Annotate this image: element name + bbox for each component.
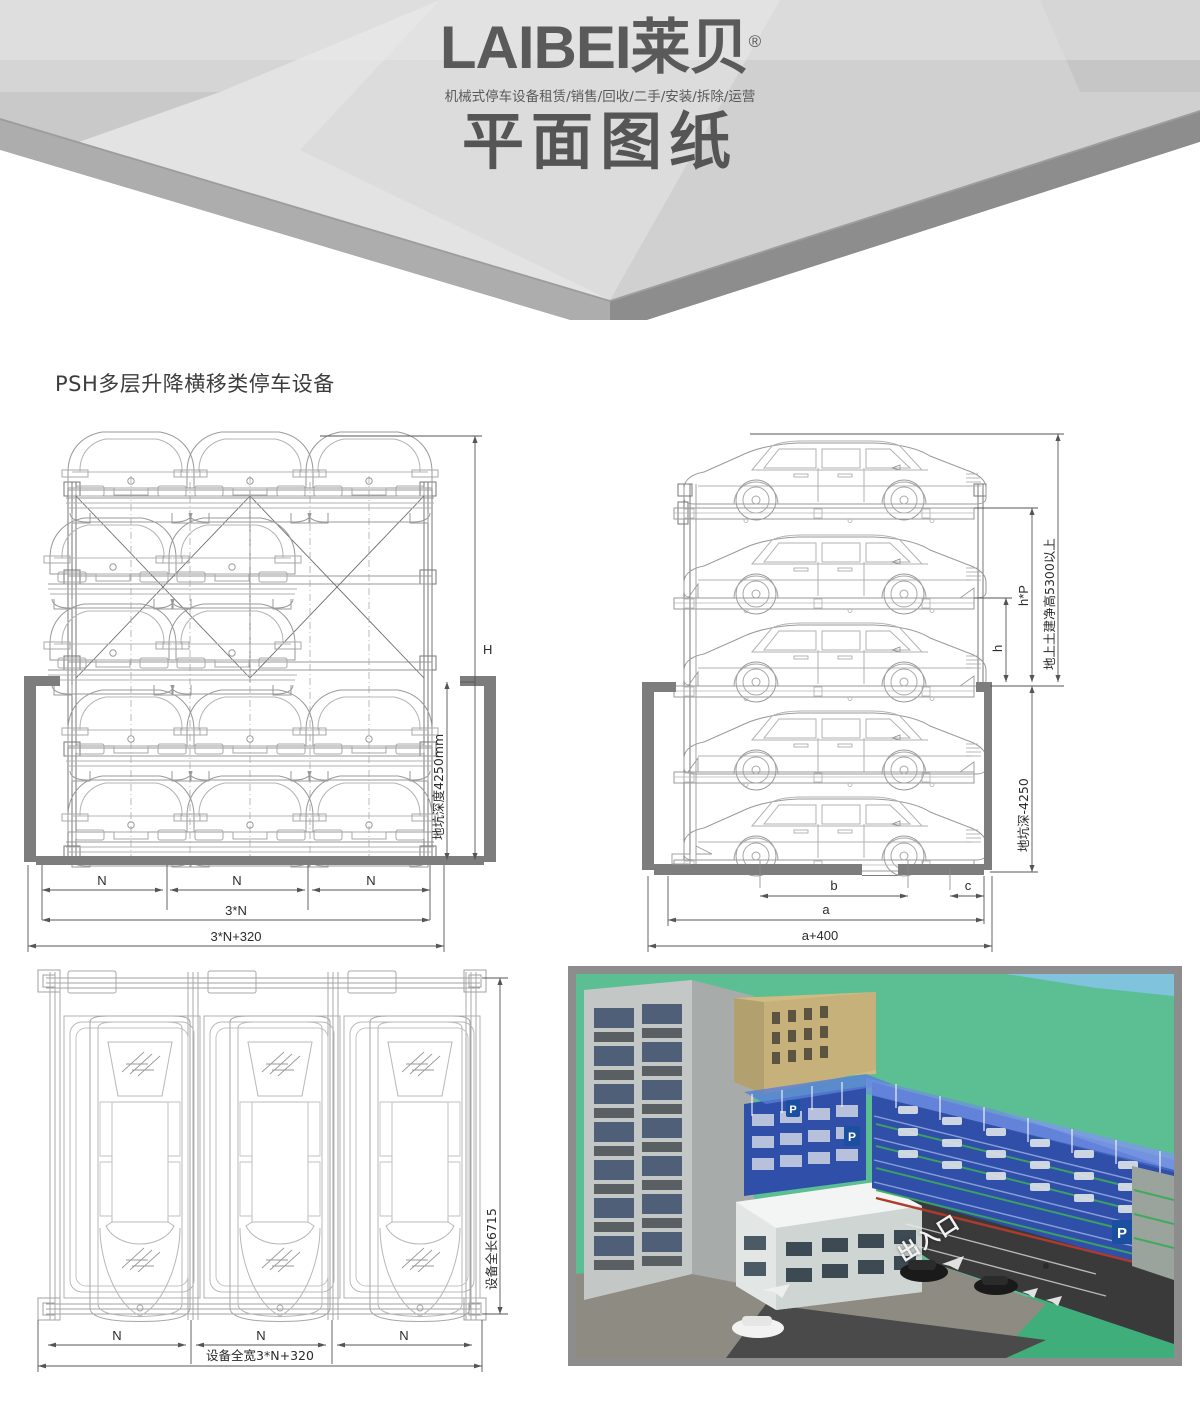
front-elevation-drawing: H 地坑深度4250mm: [20, 420, 540, 965]
banner-3d-slab: [0, 0, 1200, 320]
dim-3n320-label: 3*N+320: [211, 929, 262, 944]
render-illustration: P P P: [576, 974, 1174, 1358]
dim-pit-depth-label: 地坑深度4250mm: [431, 734, 446, 840]
dim-c-label: c: [965, 878, 972, 893]
brand-block: LAIBEI莱贝® 机械式停车设备租赁/销售/回收/二手/安装/拆除/运营 平面…: [0, 18, 1200, 178]
brand-subtitle: 机械式停车设备租赁/销售/回收/二手/安装/拆除/运营: [444, 89, 756, 105]
dim-equip-length-label: 设备全长6715: [484, 1208, 499, 1290]
svg-text:P: P: [1117, 1225, 1127, 1242]
svg-text:P: P: [848, 1130, 856, 1144]
dim-plan-bay1-label: N: [112, 1328, 121, 1343]
dim-a400-label: a+400: [802, 928, 839, 943]
dim-H-label: H: [483, 642, 492, 657]
plan-view-drawing: 设备全长6715 N N N: [20, 960, 540, 1380]
dim-equip-width-label: 设备全宽3*N+320: [206, 1348, 314, 1363]
logo-text: LAIBEI莱贝®: [440, 18, 761, 78]
dim-3n-label: 3*N: [225, 903, 247, 918]
svg-text:P: P: [789, 1104, 796, 1116]
dim-bay1-label: N: [97, 873, 106, 888]
dim-hp-label: h*P: [1016, 585, 1031, 606]
registered-mark-icon: ®: [748, 32, 761, 51]
dim-b-label: b: [830, 878, 837, 893]
header-banner: LAIBEI莱贝® 机械式停车设备租赁/销售/回收/二手/安装/拆除/运营 平面…: [0, 0, 1200, 320]
dim-h-label: h: [990, 645, 1005, 652]
page-title: 平面图纸: [461, 105, 738, 178]
section-title: PSH多层升降横移类停车设备: [55, 372, 335, 396]
project-render-photo: P P P: [568, 966, 1182, 1366]
side-section-drawing: 地上土建净高5300以上 h*P h: [640, 420, 1185, 965]
dim-a-label: a: [822, 902, 830, 917]
dim-bay2-label: N: [232, 873, 241, 888]
dim-plan-bay2-label: N: [256, 1328, 265, 1343]
dim-clear-height-label: 地上土建净高5300以上: [1042, 538, 1057, 670]
dim-plan-bay3-label: N: [399, 1328, 408, 1343]
dim-bay3-label: N: [366, 873, 375, 888]
logo-label: LAIBEI莱贝: [439, 14, 750, 81]
dim-pit-depth-side-label: 地坑深-4250: [1016, 778, 1031, 852]
parking-sign-icon: P P P: [786, 1100, 1132, 1244]
